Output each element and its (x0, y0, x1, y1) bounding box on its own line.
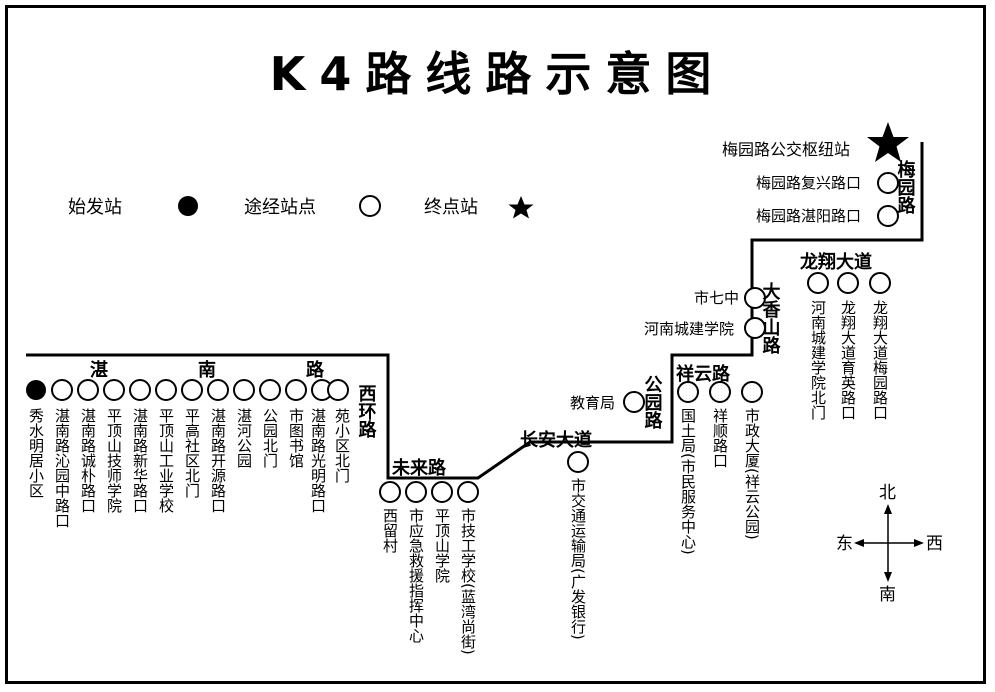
station-label: 平顶山学院 (433, 508, 451, 584)
compass-west-arrow-icon (914, 539, 924, 547)
station-label: 西留村 (381, 508, 399, 553)
stop-dot (457, 481, 479, 503)
station-label: 湛南路诚朴路口 (79, 408, 97, 513)
route-line (26, 142, 924, 480)
stop-dot (155, 379, 177, 401)
stop-dot (877, 172, 899, 194)
start-station-dot (26, 380, 46, 400)
stop-dot (877, 205, 899, 227)
stop-dot (623, 391, 645, 413)
stop-dot (379, 481, 401, 503)
stops-zhannan (26, 379, 349, 401)
stops-weilai (379, 481, 479, 503)
station-label: 梅园路复兴路口 (756, 174, 861, 192)
legend-start-dot (178, 196, 198, 216)
station-label: 梅园路湛阳路口 (756, 207, 861, 225)
road-longxiang: 龙翔大道 (800, 251, 872, 273)
station-label: 市技工学校(蓝湾尚街) (459, 508, 477, 655)
road-meiyuan: 梅园路 (895, 159, 916, 215)
road-weilai: 未来路 (392, 457, 447, 479)
stop-dot (677, 381, 699, 403)
station-label: 龙翔大道育英路口 (839, 300, 857, 420)
station-label: 湛南路新华路口 (131, 408, 149, 513)
stop-dot (207, 379, 229, 401)
stop-dot (869, 272, 891, 294)
stop-dot (741, 381, 763, 403)
station-label: 市政大厦(祥云公园) (743, 408, 761, 540)
stop-dot (259, 379, 281, 401)
compass-south: 南 (879, 585, 896, 605)
station-label: 平顶山技师学院 (105, 408, 123, 514)
station-label: 教育局 (570, 394, 615, 412)
compass: 北 南 东 西 (836, 483, 943, 605)
road-xiangyun: 祥云路 (676, 363, 731, 385)
stops-xiangyun (677, 381, 763, 403)
stop-dot (51, 379, 73, 401)
compass-north-arrow-icon (884, 504, 892, 514)
compass-south-arrow-icon (884, 572, 892, 582)
station-label: 河南城建学院北门 (809, 300, 827, 421)
stop-dot (431, 481, 453, 503)
legend-via-dot (359, 195, 381, 217)
road-daxiangshan: 大香山路 (760, 281, 782, 355)
stop-dot (327, 379, 349, 401)
stop-dot (129, 379, 151, 401)
station-label: 湛南路开源路口 (209, 408, 227, 513)
labels-xiangyun: 国土局(市民服务中心) 祥顺路口 市政大厦(祥云公园) (679, 408, 761, 555)
station-label: 河南城建学院 (644, 320, 734, 338)
station-label: 市七中 (694, 289, 739, 307)
legend-start-label: 始发站 (68, 197, 122, 218)
stop-dot (285, 379, 307, 401)
stops-longxiang (807, 272, 891, 294)
station-label: 平顶山工业学校 (157, 408, 175, 513)
legend-star-icon (508, 196, 534, 219)
labels-zhannan: 秀水明居小区 湛南路沁园中路口 湛南路诚朴路口 平顶山技师学院 湛南路新华路口 … (27, 408, 351, 528)
station-label: 湛南路光明路口 (309, 408, 327, 513)
stop-dot (233, 379, 255, 401)
station-label: 湛南路沁园中路口 (53, 408, 71, 528)
diagram-frame (5, 5, 986, 684)
stop-dot (807, 272, 829, 294)
station-label: 国土局(市民服务中心) (679, 408, 697, 555)
stop-dot (567, 451, 589, 473)
terminal-star-icon (867, 122, 909, 162)
legend-end-label: 终点站 (424, 197, 478, 218)
stop-dot (709, 381, 731, 403)
station-label: 秀水明居小区 (27, 408, 45, 498)
station-label: 平高社区北门 (183, 408, 201, 499)
legend: 始发站 途经站点 终点站 (68, 195, 534, 219)
legend-via-label: 途经站点 (244, 197, 316, 218)
stop-dot (181, 379, 203, 401)
road-zhannan: 湛南路 (90, 359, 414, 381)
diagram-title: K4路线路示意图 (269, 47, 726, 101)
labels-weilai: 西留村 市应急救援指挥中心 平顶山学院 市技工学校(蓝湾尚街) (381, 508, 477, 655)
road-changan: 长安大道 (520, 429, 592, 451)
stop-dot (744, 287, 766, 309)
stop-dot (405, 481, 427, 503)
compass-east: 东 (836, 534, 853, 554)
station-label: 公园北门 (261, 408, 279, 469)
labels-longxiang: 河南城建学院北门 龙翔大道育英路口 龙翔大道梅园路口 (809, 300, 889, 421)
station-label: 市应急救援指挥中心 (407, 508, 425, 643)
stop-dot (837, 272, 859, 294)
station-label: 苑小区北门 (333, 408, 351, 484)
station-label: 市图书馆 (287, 408, 305, 468)
station-label: 市交通运输局(广发银行) (569, 478, 587, 640)
terminal-label: 梅园路公交枢纽站 (722, 140, 850, 159)
stop-dot (77, 379, 99, 401)
compass-east-arrow-icon (854, 539, 864, 547)
station-label: 龙翔大道梅园路口 (871, 300, 889, 420)
station-label: 祥顺路口 (711, 408, 729, 468)
road-xihuan: 西环路 (356, 384, 377, 439)
stop-dot (744, 317, 766, 339)
stop-dot (103, 379, 125, 401)
compass-north: 北 (879, 483, 896, 503)
road-gongyuan: 公园路 (642, 375, 663, 430)
station-label: 湛河公园 (235, 408, 253, 468)
compass-west: 西 (926, 534, 943, 554)
